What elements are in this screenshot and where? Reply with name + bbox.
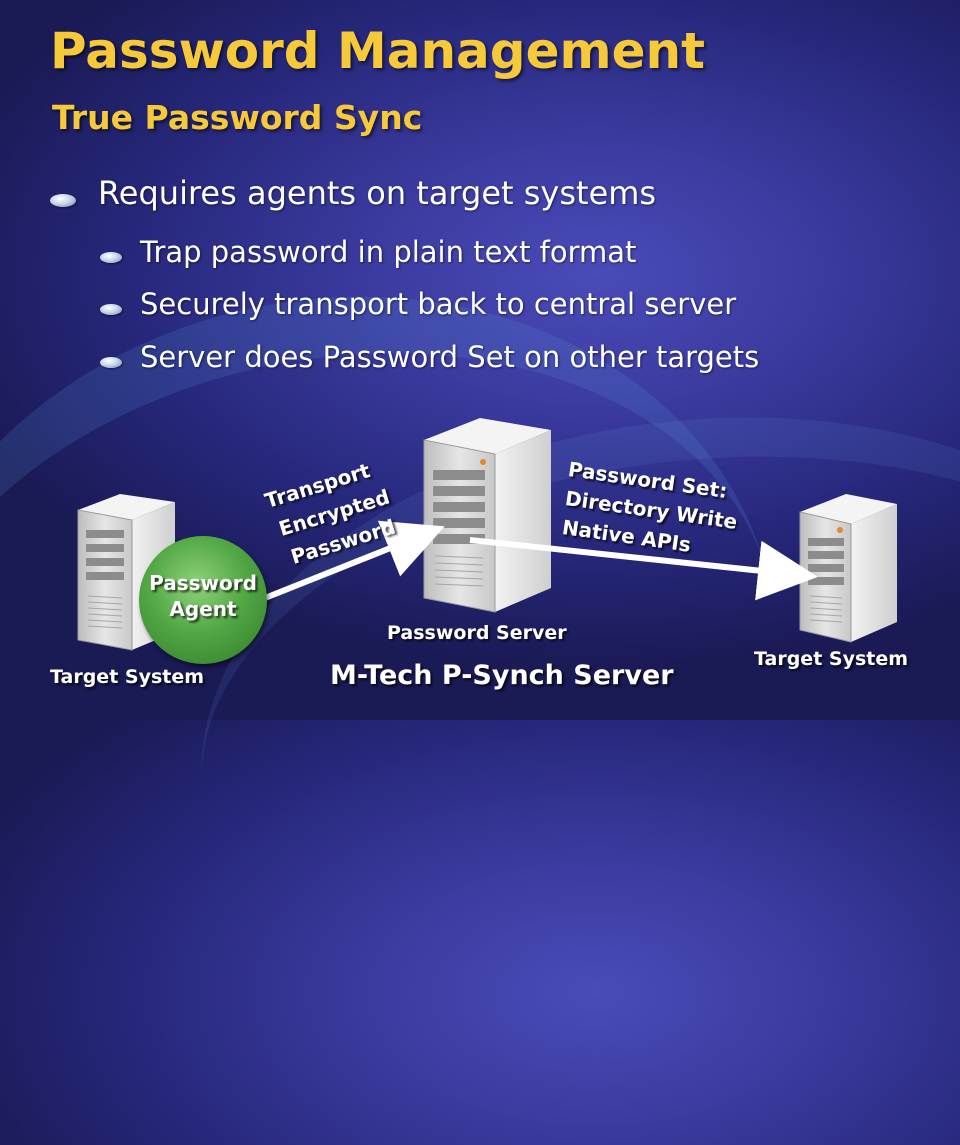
bullet-sub-3: Server does Password Set on other target…: [140, 340, 760, 374]
transport-arrow: [263, 520, 445, 601]
slide-title: Password Management: [50, 22, 706, 80]
bullet-sub-2: Securely transport back to central serve…: [140, 287, 737, 321]
password-agent-circle: [139, 536, 267, 664]
bullet-pill-icon: [100, 357, 122, 368]
footer-caption: M-Tech P-Synch Server: [330, 660, 674, 691]
bullet-main: Requires agents on target systems: [98, 174, 657, 212]
password-server-icon: [423, 418, 551, 613]
right-target-system-label: Target System: [754, 648, 909, 670]
bullet-sub-1: Trap password in plain text format: [140, 235, 637, 269]
left-target-system-label: Target System: [50, 666, 205, 688]
password-set-arrow: [469, 537, 818, 601]
password-server-label: Password Server: [387, 622, 567, 644]
password-agent-label: Password Agent: [139, 570, 267, 622]
slide-subtitle: True Password Sync: [52, 98, 423, 137]
right-target-server-icon: [799, 494, 897, 643]
bullet-pill-icon: [50, 194, 76, 207]
bullet-pill-icon: [100, 304, 122, 315]
bullet-pill-icon: [100, 252, 122, 263]
agent-label-line: Password: [149, 571, 257, 595]
agent-label-line: Agent: [169, 597, 237, 621]
